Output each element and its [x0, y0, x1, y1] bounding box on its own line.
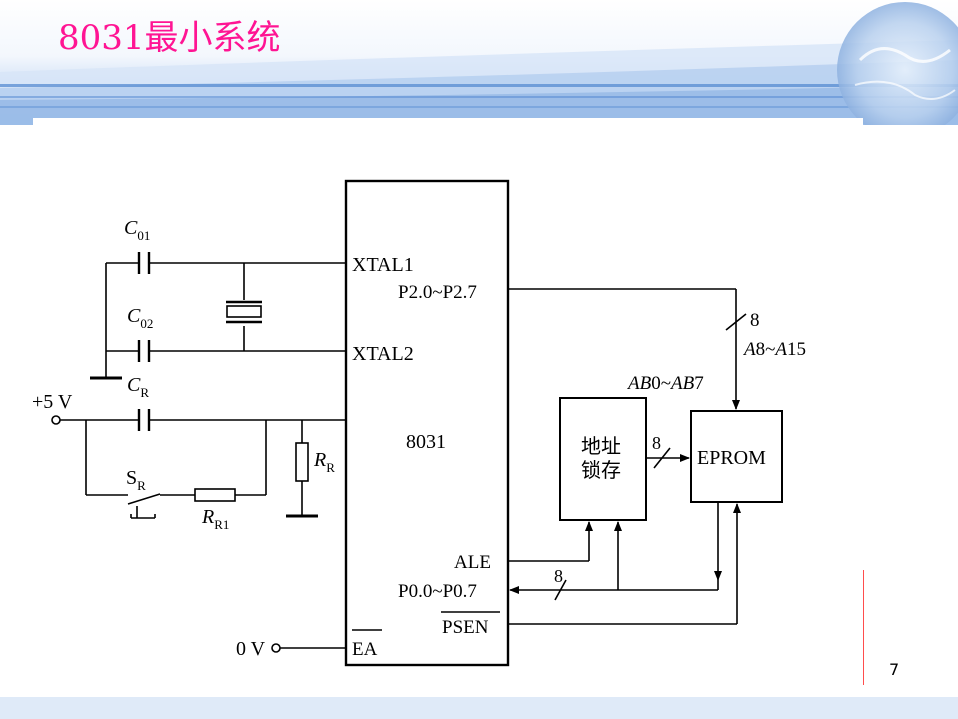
eprom-label: EPROM: [697, 447, 766, 469]
pin-ale-label: ALE: [454, 552, 491, 573]
latch-label-line1: 地址: [581, 434, 621, 458]
crystal-oscillator: [226, 305, 262, 318]
label-ab0-ab7: AB0~AB7: [626, 373, 704, 394]
chip-8031-box: [344, 179, 510, 667]
label-0v: 0 V: [236, 638, 266, 660]
pin-xtal2-label: XTAL2: [352, 343, 414, 365]
switch-sr: [127, 493, 161, 505]
pin-xtal1-label: XTAL1: [352, 254, 414, 276]
slide-title: 8031最小系统: [58, 18, 281, 58]
label-p2-bus-width: 8: [750, 310, 760, 331]
label-c01: C01: [124, 217, 150, 243]
pin-psen-label: PSEN: [442, 617, 489, 638]
eprom-box: [690, 410, 783, 503]
chip-name-label: 8031: [406, 431, 446, 453]
label-p0-bus-width: 8: [554, 566, 563, 586]
label-sr: SR: [126, 467, 146, 493]
latch-label-line2: 锁存: [581, 458, 621, 482]
label-a8-a15: A8~A15: [742, 339, 806, 360]
pin-p2-label: P2.0~P2.7: [398, 282, 477, 303]
label-rr1: RR1: [201, 506, 229, 532]
address-latch-box: [559, 397, 647, 521]
pin-ea-label: EA: [352, 639, 378, 660]
resistor-rr: [295, 442, 309, 482]
pin-p0-label: P0.0~P0.7: [398, 581, 477, 602]
diagram-canvas: [33, 118, 863, 698]
label-rr: RR: [313, 449, 335, 475]
resistor-rr1: [194, 488, 236, 502]
label-c02: C02: [127, 305, 153, 331]
label-plus5v: +5 V: [32, 391, 73, 413]
label-cr: CR: [127, 374, 149, 400]
terminal-0v: [271, 643, 281, 653]
terminal-plus5v: [51, 415, 61, 425]
header-decoration: [0, 0, 958, 138]
slide-footer-band: [0, 697, 958, 719]
page-number: 7: [889, 660, 900, 679]
label-latch-bus-width: 8: [652, 433, 661, 453]
margin-line: [863, 570, 864, 685]
slide-header-banner: [0, 0, 958, 138]
